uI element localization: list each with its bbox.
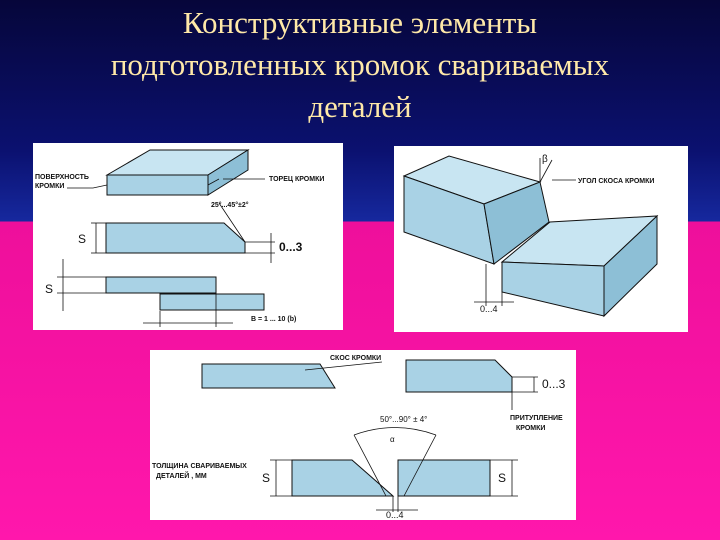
groove-right-plate (397, 459, 491, 497)
right-diagram-panel: β УГОЛ СКОСА КРОМКИ 0...4 (394, 146, 688, 332)
bottom-diagram-panel: СКОС КРОМКИ 0...3 ПРИТУПЛЕНИЕ КРОМКИ 50°… (150, 350, 576, 520)
plate-side-face (207, 149, 249, 196)
s-dimension-label-2: S (45, 282, 53, 296)
title-line-3: деталей (308, 89, 412, 124)
groove-angle-label: 50°...90° ± 4° (380, 415, 427, 424)
plate-front-face (106, 174, 209, 196)
blunt-dimension-label: 0...3 (542, 377, 566, 391)
beveled-edge-section (201, 363, 336, 389)
surface-label-line-1: ПОВЕРХНОСТЬ (35, 174, 89, 181)
alpha-label: α (390, 435, 395, 444)
upper-plate-section (105, 276, 217, 294)
title-line-2: подготовленных кромок свариваемых (110, 47, 610, 82)
bevel-label: СКОС КРОМКИ (330, 355, 381, 362)
v-groove-diagram: СКОС КРОМКИ 0...3 ПРИТУПЛЕНИЕ КРОМКИ 50°… (152, 355, 566, 520)
beveled-plate-section (105, 222, 246, 254)
title-line-1: Конструктивные элементы (182, 5, 538, 40)
thickness-label-line-1: ТОЛЩИНА СВАРИВАЕМЫХ (152, 463, 247, 470)
blunt-name-line-1: ПРИТУПЛЕНИЕ (510, 415, 563, 422)
angle-label: 25°...45°±2° (211, 201, 249, 209)
end-label: ТОРЕЦ КРОМКИ (269, 176, 324, 183)
gap-dimension-label: B = 1 ... 10 (b) (251, 316, 296, 323)
beta-label: β (542, 154, 548, 165)
edge-preparation-diagram: ПОВЕРХНОСТЬ КРОМКИ ТОРЕЦ КРОМКИ 25°...45… (35, 149, 324, 327)
right-block-side (603, 214, 658, 318)
groove-left-plate (291, 459, 395, 497)
left-diagram-panel: ПОВЕРХНОСТЬ КРОМКИ ТОРЕЦ КРОМКИ 25°...45… (33, 143, 343, 330)
thickness-label-line-2: ДЕТАЛЕЙ , ММ (156, 471, 207, 480)
root-gap-label: 0...4 (386, 510, 404, 520)
s-dimension-label-1: S (78, 232, 86, 246)
left-block-bevel (483, 181, 550, 265)
s-dimension-left: S (262, 471, 270, 485)
s-dimension-right: S (498, 471, 506, 485)
right-block-front (501, 261, 605, 317)
root-gap-label: 0...4 (480, 304, 498, 314)
surface-label-line-2: КРОМКИ (35, 183, 64, 190)
slide-title: Конструктивные элементы подготовленных к… (0, 2, 720, 128)
blunt-name-line-2: КРОМКИ (516, 425, 545, 432)
blunted-edge-section (405, 359, 513, 393)
blunt-dimension-label: 0...3 (279, 240, 303, 254)
bevel-angle-diagram: β УГОЛ СКОСА КРОМКИ 0...4 (402, 154, 659, 318)
lower-plate-section (159, 293, 265, 311)
bevel-angle-label: УГОЛ СКОСА КРОМКИ (578, 178, 654, 185)
